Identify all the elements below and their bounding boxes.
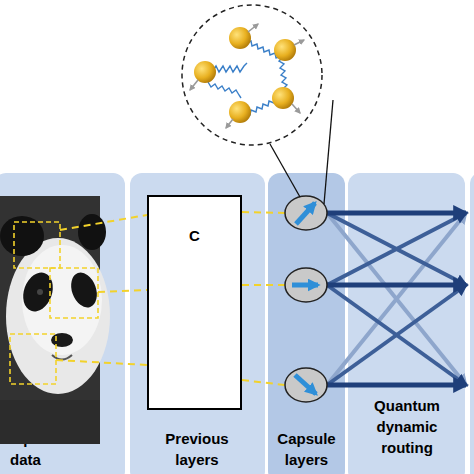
stage-panel: Quantum dynamic routing	[348, 173, 465, 474]
panda-photo	[0, 196, 110, 444]
capsule	[285, 196, 327, 402]
stage-panel: Capsule layers	[268, 173, 345, 474]
layer-box: C	[147, 195, 242, 410]
spin-ring-inset	[182, 5, 322, 145]
stage-label: Input data	[10, 428, 70, 470]
routing-arrow	[327, 213, 466, 385]
stage-label: Quantum dynamic routing	[362, 395, 452, 458]
stage-panel: Input data	[0, 173, 125, 474]
stage-label: Previous layers	[147, 428, 247, 470]
partial-panel	[470, 173, 474, 474]
stage-label: C	[149, 225, 240, 246]
stage-label: Capsule layers	[270, 428, 343, 470]
feed-line	[56, 212, 285, 385]
stage-panel: Previous layers C	[130, 173, 265, 474]
receptive-field	[10, 222, 98, 384]
zoom-line	[270, 100, 333, 204]
